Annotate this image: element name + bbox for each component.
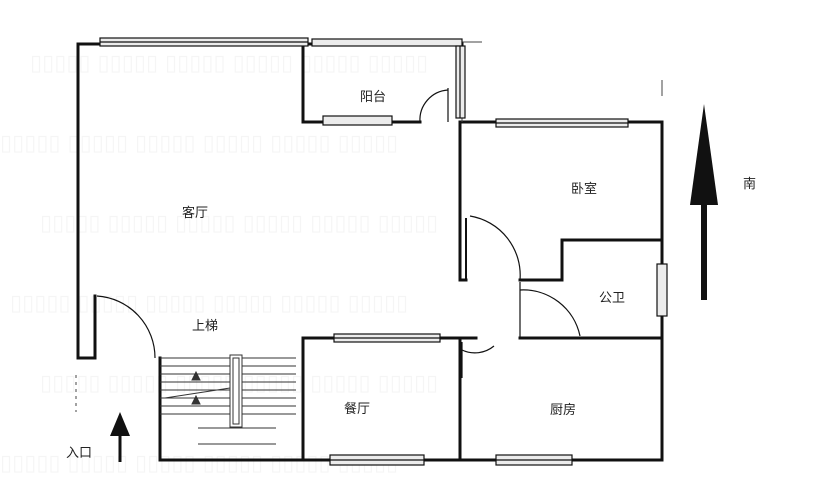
label-dining-room: 餐厅 (344, 401, 370, 417)
label-stairs-up: 上梯 (192, 319, 218, 334)
watermark-pattern: ▯▯▯▯▯ ▯▯▯▯▯ ▯▯▯▯▯ ▯▯▯▯▯ ▯▯▯▯▯ ▯▯▯▯▯ ▯▯▯▯… (0, 51, 438, 476)
stairs (160, 354, 296, 445)
label-entrance: 入口 (66, 446, 92, 461)
svg-text:▯▯▯▯▯ ▯▯▯▯▯ ▯▯▯▯▯ ▯▯▯▯▯ ▯▯▯▯▯: ▯▯▯▯▯ ▯▯▯▯▯ ▯▯▯▯▯ ▯▯▯▯▯ ▯▯▯▯▯ ▯▯▯▯▯ (30, 51, 428, 76)
label-balcony: 阳台 (360, 90, 386, 105)
label-bathroom: 公卫 (599, 291, 625, 306)
window-bathroom (656, 263, 668, 317)
svg-text:▯▯▯▯▯ ▯▯▯▯▯ ▯▯▯▯▯ ▯▯▯▯▯ ▯▯▯▯▯: ▯▯▯▯▯ ▯▯▯▯▯ ▯▯▯▯▯ ▯▯▯▯▯ ▯▯▯▯▯ ▯▯▯▯▯ (0, 131, 398, 156)
label-bedroom: 卧室 (571, 181, 597, 197)
doors (94, 88, 581, 378)
north-arrow-icon (690, 104, 718, 300)
label-living-room: 客厅 (182, 205, 208, 221)
label-kitchen: 厨房 (550, 402, 576, 418)
windows (99, 37, 668, 466)
walls (76, 42, 664, 462)
window-balcony-top (311, 38, 463, 47)
entrance-arrow-icon (110, 412, 130, 462)
label-orientation: 南 (743, 176, 756, 192)
svg-text:▯▯▯▯▯ ▯▯▯▯▯ ▯▯▯▯▯ ▯▯▯▯▯ ▯▯▯▯▯: ▯▯▯▯▯ ▯▯▯▯▯ ▯▯▯▯▯ ▯▯▯▯▯ ▯▯▯▯▯ ▯▯▯▯▯ (40, 211, 438, 236)
window-balcony-inner (322, 115, 393, 126)
svg-text:▯▯▯▯▯ ▯▯▯▯▯ ▯▯▯▯▯ ▯▯▯▯▯ ▯▯▯▯▯: ▯▯▯▯▯ ▯▯▯▯▯ ▯▯▯▯▯ ▯▯▯▯▯ ▯▯▯▯▯ ▯▯▯▯▯ (10, 291, 408, 316)
